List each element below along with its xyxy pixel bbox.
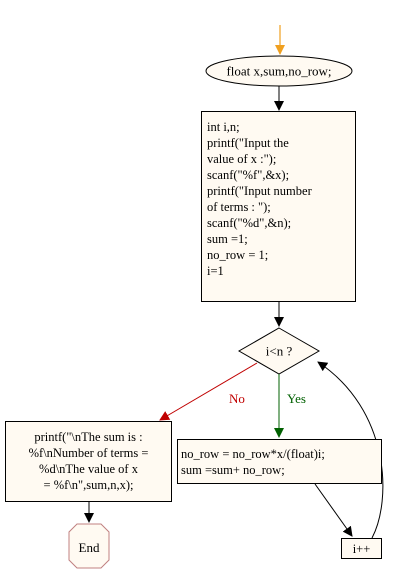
- init-line: scanf("%f",&x);: [207, 168, 290, 182]
- print-line: = %f\n",sum,n,x);: [43, 478, 134, 492]
- init-line: i=1: [207, 264, 224, 278]
- init-line: sum =1;: [207, 232, 248, 246]
- edge-no: [159, 362, 258, 421]
- init-line: int i,n;: [207, 120, 240, 134]
- edge-no-label: No: [229, 391, 245, 406]
- print-line: %d\nThe value of x: [39, 462, 138, 476]
- loop-body-line: no_row = no_row*x/(float)i;: [181, 447, 325, 461]
- init-line: no_row = 1;: [207, 248, 269, 262]
- increment-block: i++: [341, 538, 382, 559]
- loop-body-line: sum =sum+ no_row;: [181, 463, 285, 477]
- init-line: printf("Input the: [207, 136, 289, 150]
- print-block: printf("\nThe sum is : %f\nNumber of ter…: [5, 421, 172, 502]
- loop-body-block: no_row = no_row*x/(float)i; sum =sum+ no…: [177, 439, 382, 484]
- init-line: value of x :");: [207, 152, 277, 166]
- declare-float-text: float x,sum,no_row;: [226, 64, 331, 79]
- end-text: End: [79, 540, 100, 555]
- init-line: printf("Input number: [207, 184, 312, 198]
- print-line: %f\nNumber of terms =: [28, 446, 149, 460]
- init-line: of terms : ");: [207, 200, 271, 214]
- end-node: [68, 523, 110, 569]
- condition-text: i<n ?: [266, 344, 293, 359]
- init-block: int i,n; printf("Input the value of x :"…: [201, 111, 356, 302]
- edge-body-to-increment: [314, 483, 353, 537]
- init-line: scanf("%d",&n);: [207, 216, 292, 230]
- increment-text: i++: [352, 542, 371, 556]
- print-line: printf("\nThe sum is :: [34, 430, 143, 444]
- edge-yes-label: Yes: [287, 391, 306, 406]
